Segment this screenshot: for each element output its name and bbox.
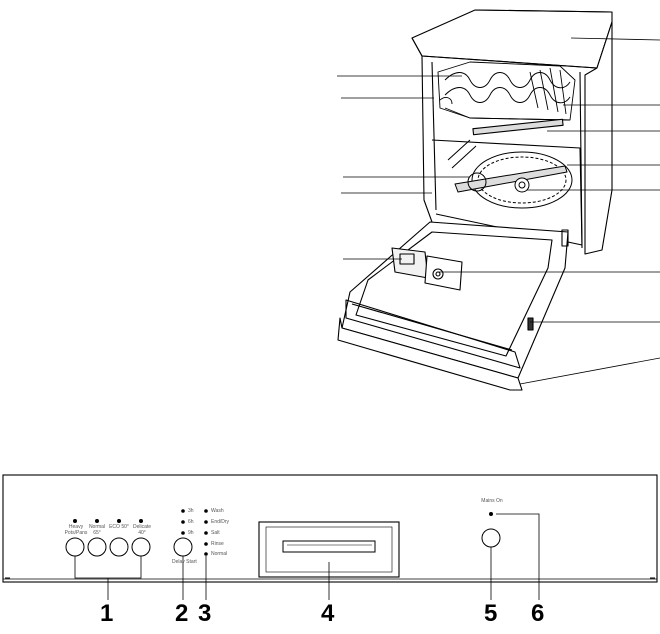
- program-button-3[interactable]: [109, 519, 129, 557]
- indicator-label-4: Rinse: [211, 541, 224, 547]
- indicator-label-2: End/Dry: [211, 519, 230, 525]
- program-button-2[interactable]: [87, 519, 107, 557]
- mains-led: [489, 512, 493, 516]
- detergent-dispenser: [391, 247, 463, 291]
- mains-caption: Mains On: [481, 498, 503, 504]
- selector-caption: Delay Start: [172, 559, 197, 565]
- selector-led-label-2: 6h: [188, 519, 194, 525]
- cabinet-side: [584, 21, 613, 255]
- indicator-label-5: Normal: [211, 551, 228, 557]
- mains-switch-group: [481, 512, 540, 600]
- callout-3: 3: [198, 600, 212, 627]
- upper-basket: [437, 61, 576, 121]
- delay-selector: [173, 509, 193, 600]
- callout-4: 4: [321, 600, 335, 627]
- door: [337, 221, 569, 391]
- display-window: [258, 521, 400, 600]
- program-label-2: Normal 65°: [88, 524, 106, 536]
- indicator-label-1: Wash: [211, 508, 224, 514]
- callout-leaders: [337, 37, 660, 385]
- program-label-4: Delicate 40°: [132, 524, 152, 536]
- indicator-lights: [204, 509, 208, 600]
- selector-led-label-1: 3h: [188, 508, 194, 514]
- dishwasher-drawing: [337, 9, 613, 391]
- indicator-label-3: Salt: [211, 530, 220, 536]
- upper-spray-arm: [472, 118, 564, 136]
- callout-5: 5: [484, 600, 498, 627]
- program-label-3: ECO 50°: [109, 524, 129, 530]
- callout-1: 1: [100, 600, 114, 627]
- callout-2: 2: [175, 600, 189, 627]
- selector-led-label-3: 9h: [188, 530, 194, 536]
- program-label-1: Heavy Pots/Pans: [64, 524, 88, 536]
- lower-spray-arm: [447, 139, 573, 209]
- program-buttons: [65, 519, 151, 600]
- callout-6: 6: [531, 600, 545, 627]
